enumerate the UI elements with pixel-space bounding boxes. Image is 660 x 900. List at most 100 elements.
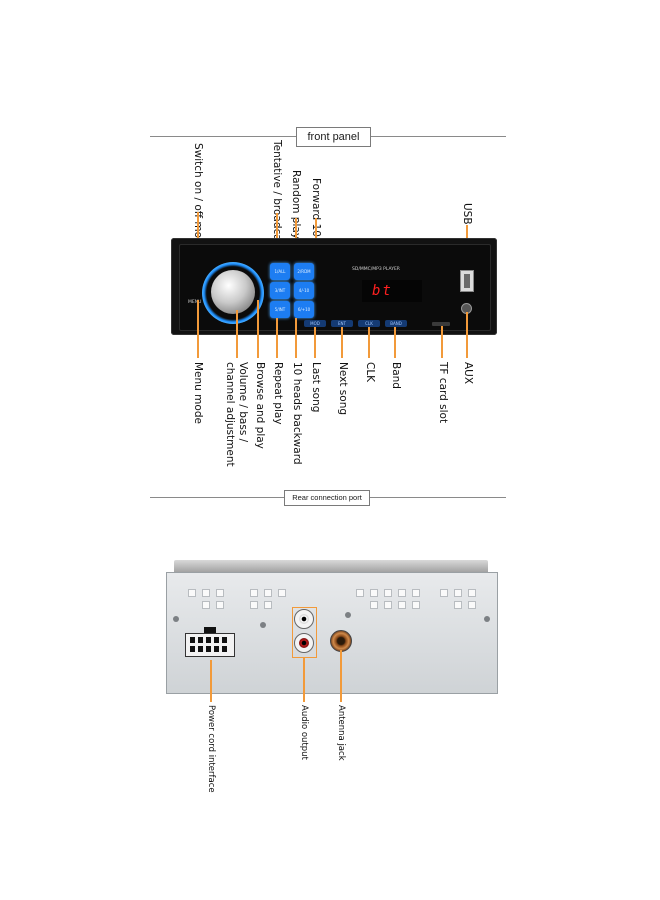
enter-button[interactable]: ENT <box>331 320 353 327</box>
label-last-song: Last song <box>310 362 322 413</box>
label-forward-10: Forward 10 <box>310 178 322 237</box>
leader-next <box>341 327 343 358</box>
label-usb: USB <box>461 203 473 225</box>
vent-square <box>412 601 420 609</box>
rear-rule-right <box>369 497 506 498</box>
label-aux: AUX <box>462 362 474 385</box>
connector-pin <box>214 646 219 652</box>
label-menu-mode: Menu mode <box>192 362 204 424</box>
vent-square <box>278 589 286 597</box>
leader-volume <box>236 310 238 358</box>
preset-button-2[interactable]: 2/RDM <box>294 263 314 280</box>
front-panel-rule-right <box>370 136 506 137</box>
audio-output-highlight <box>292 607 317 658</box>
label-volume-line2: channel adjustment <box>224 362 236 467</box>
label-tentative-broadcast: Tentative / broadcast <box>271 140 283 251</box>
vent-square <box>202 601 210 609</box>
vent-square <box>202 589 210 597</box>
connector-pin <box>190 646 195 652</box>
clk-button[interactable]: CLK <box>358 320 380 327</box>
leader-menu <box>197 300 199 358</box>
preset-button-4[interactable]: 4/-10 <box>294 282 314 299</box>
connector-pin <box>198 637 203 643</box>
tf-card-slot[interactable] <box>432 322 450 326</box>
connector-pin <box>206 646 211 652</box>
label-audio-output: Audio output <box>299 705 309 760</box>
leader-clk <box>368 327 370 358</box>
rca-red-jack[interactable] <box>294 633 314 653</box>
vent-square <box>454 589 462 597</box>
leader-aux <box>466 312 468 358</box>
vent-square <box>370 601 378 609</box>
vent-square <box>250 601 258 609</box>
vent-square <box>468 589 476 597</box>
leader-antenna <box>340 650 342 702</box>
label-10-heads-backward: 10 heads backward <box>291 362 303 465</box>
vent-square <box>398 589 406 597</box>
label-tf-card-slot: TF card slot <box>437 362 449 424</box>
usb-port[interactable] <box>460 270 474 292</box>
vent-square <box>250 589 258 597</box>
screw-hole <box>484 616 490 622</box>
leader-10heads <box>295 318 297 358</box>
connector-pin <box>206 637 211 643</box>
screw-hole <box>260 622 266 628</box>
screw-hole <box>173 616 179 622</box>
vent-square <box>440 589 448 597</box>
label-volume-line1: Volume / bass / <box>237 362 249 443</box>
label-band: Band <box>390 362 402 389</box>
player-text: SD/MMC/MP3 PLAYER <box>352 267 400 272</box>
vent-square <box>216 601 224 609</box>
antenna-jack[interactable] <box>330 630 352 652</box>
label-random-play: Random play <box>290 170 302 240</box>
leader-tf <box>441 326 443 358</box>
preset-button-3[interactable]: 3/INT <box>270 282 290 299</box>
connector-pin <box>198 646 203 652</box>
label-power-cord-interface: Power cord interface <box>206 705 216 793</box>
leader-repeat <box>276 318 278 358</box>
leader-band <box>394 327 396 358</box>
connector-latch <box>204 627 216 633</box>
vent-square <box>264 589 272 597</box>
vent-square <box>398 601 406 609</box>
vent-square <box>370 589 378 597</box>
vent-square <box>384 601 392 609</box>
vent-square <box>216 589 224 597</box>
vent-square <box>188 589 196 597</box>
front-panel-title: front panel <box>296 127 371 147</box>
front-panel-rule-left <box>150 136 296 137</box>
vent-square <box>356 589 364 597</box>
leader-power <box>210 660 212 702</box>
label-next-song: Next song <box>337 362 349 416</box>
mode-button[interactable]: MOD <box>304 320 326 327</box>
display-readout: bt <box>372 283 393 299</box>
rca-white-jack[interactable] <box>294 609 314 629</box>
vent-square <box>454 601 462 609</box>
leader-audio <box>303 657 305 702</box>
band-button[interactable]: BAND <box>385 320 407 327</box>
vent-square <box>384 589 392 597</box>
volume-knob[interactable] <box>211 270 255 314</box>
screw-hole <box>345 612 351 618</box>
connector-pin <box>222 646 227 652</box>
vent-square <box>468 601 476 609</box>
label-repeat-play: Repeat play <box>272 362 284 425</box>
connector-pin <box>222 637 227 643</box>
rear-panel-title: Rear connection port <box>284 490 370 506</box>
menu-side-label: MENU <box>188 300 202 305</box>
connector-pin <box>190 637 195 643</box>
vent-square <box>264 601 272 609</box>
display-window <box>362 280 422 302</box>
label-antenna-jack: Antenna jack <box>336 705 346 761</box>
preset-button-6[interactable]: 6/+10 <box>294 301 314 318</box>
car-radio-rear <box>166 560 498 694</box>
label-switch-mode: Switch on / off mode <box>192 143 204 252</box>
leader-browse <box>257 300 259 358</box>
preset-button-1[interactable]: 1/ALL <box>270 263 290 280</box>
leader-last <box>314 327 316 358</box>
connector-pin <box>214 637 219 643</box>
vent-square <box>412 589 420 597</box>
preset-button-5[interactable]: 5/INT <box>270 301 290 318</box>
label-browse-play: Browse and play <box>254 362 266 449</box>
label-clk: CLK <box>364 362 376 383</box>
